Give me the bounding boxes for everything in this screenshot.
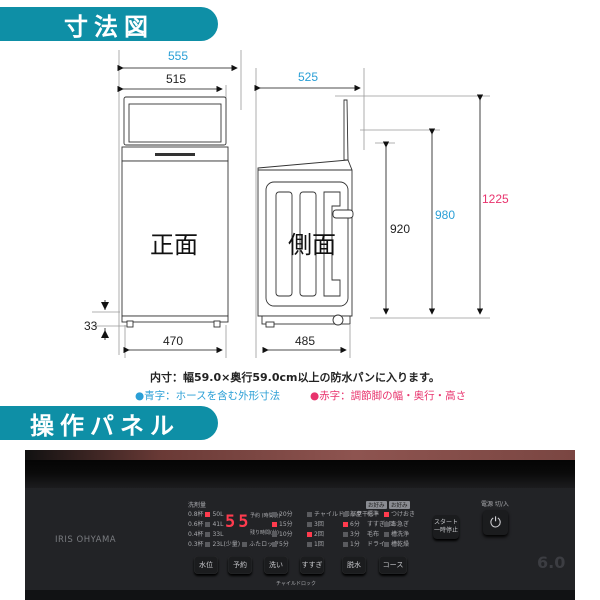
course-tag: お好み [389, 501, 410, 509]
child-lock-hint: チャイルドロック [276, 581, 316, 587]
spin-led: 6分 [343, 519, 360, 528]
wash-time-led: 10分 [272, 529, 293, 538]
rinse-led: 1回 [307, 539, 324, 548]
dimension-drawing [92, 50, 490, 358]
front-body-width: 515 [166, 72, 187, 86]
power-icon: ⏻ [489, 514, 502, 531]
segment-display: 55 [225, 512, 252, 532]
water-level-row: 0.8杯 50L [188, 511, 224, 518]
front-outer-width: 555 [168, 49, 189, 63]
course-label: 毛布 [367, 531, 380, 538]
start-pause-button[interactable]: スタート 一時停止 [433, 515, 459, 539]
course-led: お急ぎ [384, 519, 409, 528]
course-label: ドライ [367, 541, 386, 548]
spin-button[interactable]: 脱水 [342, 556, 366, 574]
height-lid-open: 1225 [482, 192, 509, 206]
spin-led: 3分 [343, 529, 360, 538]
course-led: 槽乾燥 [384, 539, 409, 548]
rinse-led: 2回 [307, 529, 324, 538]
front-view-label: 正面 [150, 231, 198, 259]
dimensions-section-banner: 寸法図 [0, 7, 218, 41]
water-level-header: 洗剤量 [188, 502, 207, 509]
front-feet-width: 470 [163, 334, 184, 348]
spin-led: 1分 [343, 539, 360, 548]
water-level-button[interactable]: 水位 [194, 556, 218, 574]
wash-time-led: 15分 [272, 519, 293, 528]
dimensions-title: 寸法図 [64, 12, 154, 41]
side-view-label: 側面 [288, 231, 336, 259]
control-panel-title: 操作パネル [30, 411, 180, 440]
water-level-row: 0.3杯 23L(少量) ふたロック [188, 541, 280, 548]
side-outer-depth: 525 [298, 70, 319, 84]
body-height: 920 [390, 222, 411, 236]
wash-time-led: 20分 [272, 509, 293, 518]
waterproof-pan-note: 内寸：幅59.0×奥行59.0cm以上の防水パンに入ります。 [150, 371, 440, 384]
rinse-led: チャイルドロック [307, 509, 362, 518]
wash-time-led: 5分 [272, 539, 289, 548]
legend-blue: ●青字：ホースを含む外形寸法 [135, 390, 281, 402]
rinse-button[interactable]: すすぎ [300, 556, 324, 574]
height-with-hose: 980 [435, 208, 456, 222]
capacity-badge: 6.0 [537, 553, 566, 572]
rinse-led: 3回 [307, 519, 324, 528]
course-led: 槽洗浄 [384, 529, 409, 538]
side-feet-depth: 485 [295, 334, 316, 348]
course-led: つけおき [384, 509, 415, 518]
course-label: すすぎ1回 [367, 521, 395, 528]
brand-logo: IRIS OHYAMA [55, 535, 117, 545]
remaining-label: 残り時間(分) [250, 530, 279, 536]
water-level-row: 0.4杯 33L [188, 531, 224, 538]
wash-button[interactable]: 洗い [264, 556, 288, 574]
power-label: 電源 切/入 [481, 501, 509, 508]
course-label: 標準 [367, 511, 380, 518]
foot-height: 33 [84, 319, 98, 333]
reserve-button[interactable]: 予約 [228, 556, 252, 574]
water-level-row: 0.6杯 41L [188, 521, 224, 528]
spin-led: 部屋干し [343, 509, 374, 518]
reserve-label: 予約 (時間後) [250, 513, 281, 519]
power-button[interactable]: ⏻ [483, 510, 508, 535]
legend-red: ●赤字：調節脚の幅・奥行・高さ [310, 390, 467, 402]
control-panel-section-banner: 操作パネル [0, 406, 218, 440]
course-button[interactable]: コース [379, 556, 407, 574]
course-tag: お好み [366, 501, 387, 509]
